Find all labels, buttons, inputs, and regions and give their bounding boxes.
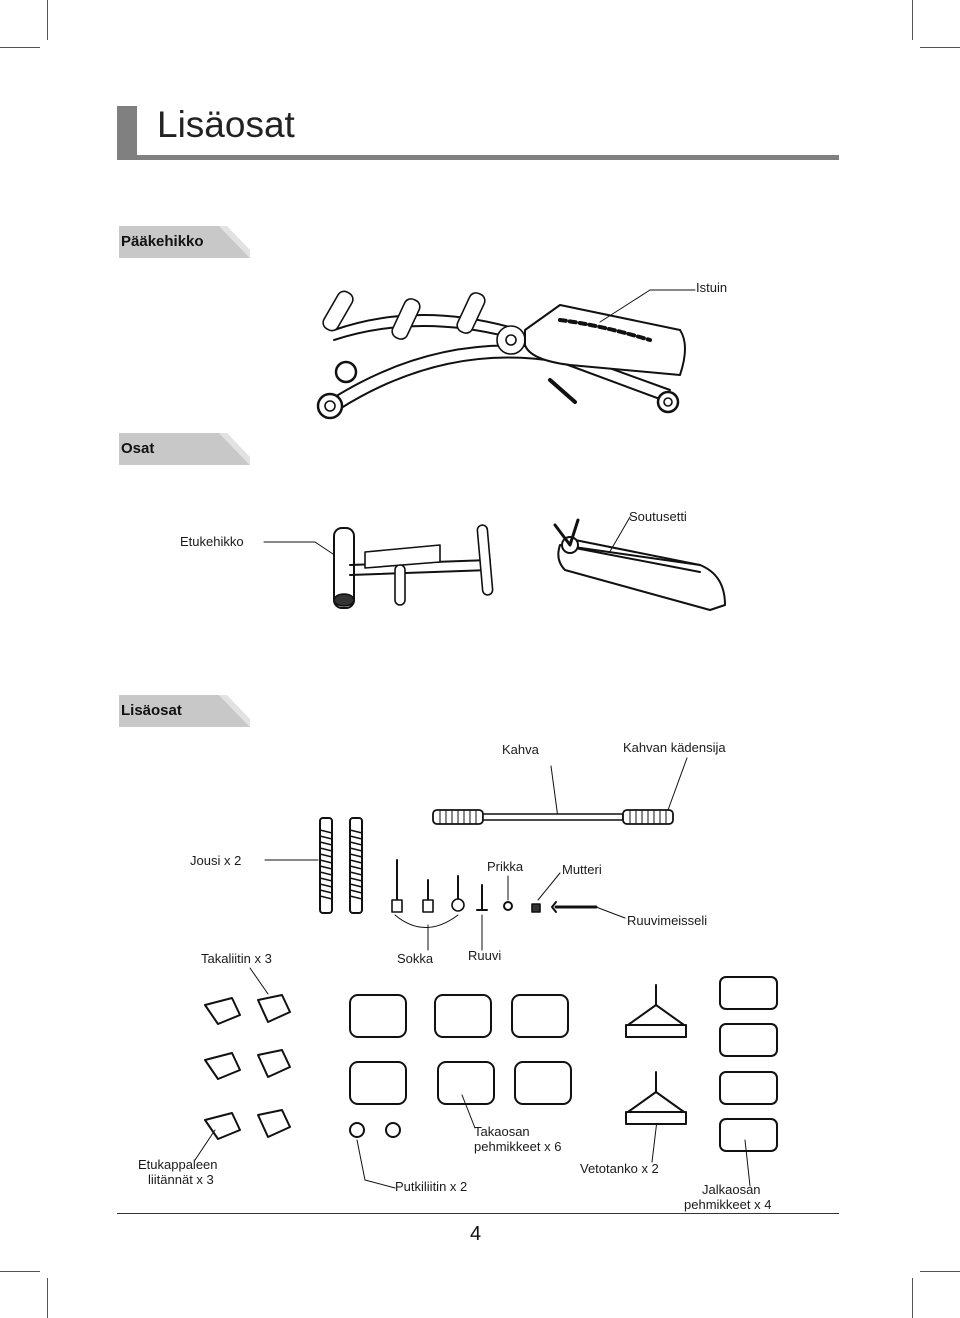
crop-mark	[912, 0, 913, 40]
crop-mark	[47, 1278, 48, 1318]
section-label: Pääkehikko	[121, 233, 204, 250]
crop-mark	[0, 1271, 40, 1272]
foot-pads-drawing	[719, 976, 778, 1187]
label-rear-connector: Takaliitin x 3	[201, 951, 272, 966]
label-screw: Ruuvi	[468, 948, 502, 963]
label-pin: Sokka	[397, 951, 434, 966]
main-frame-drawing	[316, 289, 696, 420]
section-tab-shape	[119, 695, 250, 727]
section-tab-shape	[119, 226, 250, 258]
crop-mark	[0, 47, 40, 48]
connectors-drawing	[194, 967, 291, 1161]
pull-bars-drawing	[625, 984, 687, 1163]
section-tab-shape	[119, 433, 250, 465]
label-tube-connector: Putkiliitin x 2	[395, 1179, 468, 1194]
front-frame-drawing	[263, 524, 494, 609]
hardware-drawing	[391, 859, 626, 951]
title-underline	[117, 155, 839, 160]
label-handle: Kahva	[502, 742, 539, 757]
footer-rule	[117, 1213, 839, 1214]
label-foot-pads-line1: Jalkaosan	[702, 1182, 761, 1197]
label-foot-pads-line2: pehmikkeet x 4	[684, 1197, 772, 1212]
label-front-connectors-line2: liitännät x 3	[148, 1172, 214, 1187]
section-header-main-frame: Pääkehikko	[119, 226, 250, 258]
label-rowing-set: Soutusetti	[629, 509, 687, 524]
springs-drawing	[264, 817, 363, 914]
label-handle-grip: Kahvan kädensija	[623, 740, 726, 755]
label-rear-pads-line1: Takaosan	[474, 1124, 530, 1139]
label-nut: Mutteri	[562, 862, 602, 877]
label-front-frame: Etukehikko	[180, 534, 244, 549]
crop-mark	[920, 47, 960, 48]
label-spring: Jousi x 2	[190, 853, 242, 868]
section-header-parts: Osat	[119, 433, 250, 465]
label-front-connectors-line1: Etukappaleen	[138, 1157, 218, 1172]
label-rear-pads-line2: pehmikkeet x 6	[474, 1139, 562, 1154]
rear-pads-drawing	[349, 994, 572, 1189]
rowing-set-drawing	[553, 516, 726, 611]
handle-bar-drawing	[432, 757, 688, 825]
crop-mark	[920, 1271, 960, 1272]
crop-mark	[912, 1278, 913, 1318]
section-header-accessories: Lisäosat	[119, 695, 250, 727]
label-washer: Prikka	[487, 859, 524, 874]
section-label: Osat	[121, 440, 155, 457]
page-title: Lisäosat	[157, 104, 295, 145]
label-screwdriver: Ruuvimeisseli	[627, 913, 708, 928]
title-accent-bar	[117, 106, 137, 160]
label-pull-bar: Vetotanko x 2	[580, 1161, 659, 1176]
label-seat: Istuin	[696, 280, 728, 295]
crop-mark	[47, 0, 48, 40]
section-label: Lisäosat	[121, 702, 182, 719]
page-number: 4	[470, 1223, 482, 1245]
